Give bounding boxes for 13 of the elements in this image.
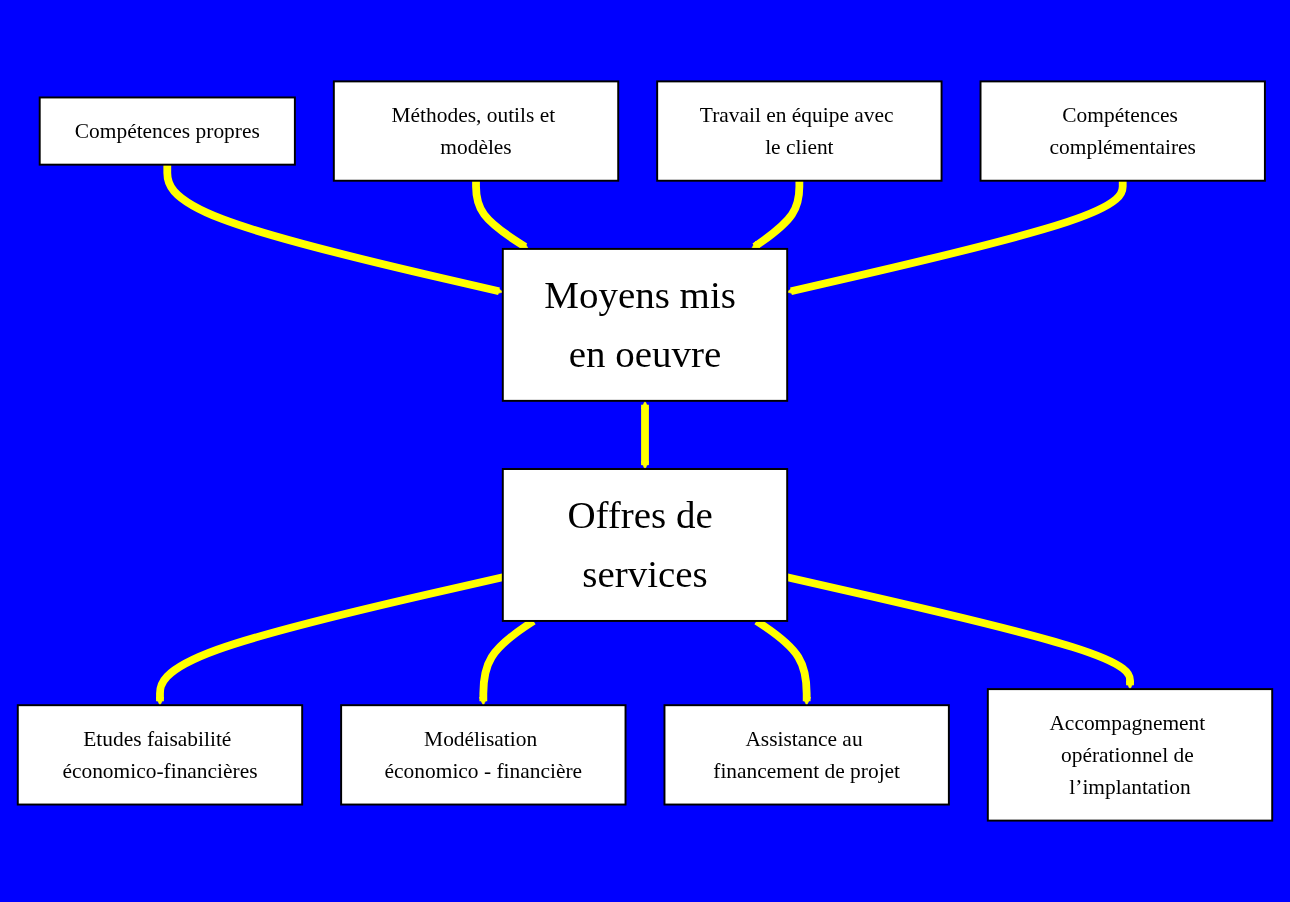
node-box: Méthodes, outils et modèles [332, 80, 620, 182]
node-box: Offres de services [501, 468, 789, 622]
arrow [751, 180, 804, 250]
node-box: Moyens mis en oeuvre [501, 247, 789, 402]
node-box: Travail en équipe avec le client [656, 80, 943, 182]
arrow [472, 180, 529, 251]
node-box: Modélisation économico - financière [340, 704, 627, 806]
node-box: Etudes faisabilité économico-financières [16, 704, 304, 806]
node-box: Accompagnement opérationnel de l’implantation [986, 688, 1274, 822]
arrow [640, 400, 650, 470]
node-box: Compétences propres [38, 96, 296, 166]
node-box: Assistance au financement de projet [663, 704, 950, 806]
node-box: Compétences complémentaires [979, 80, 1266, 182]
